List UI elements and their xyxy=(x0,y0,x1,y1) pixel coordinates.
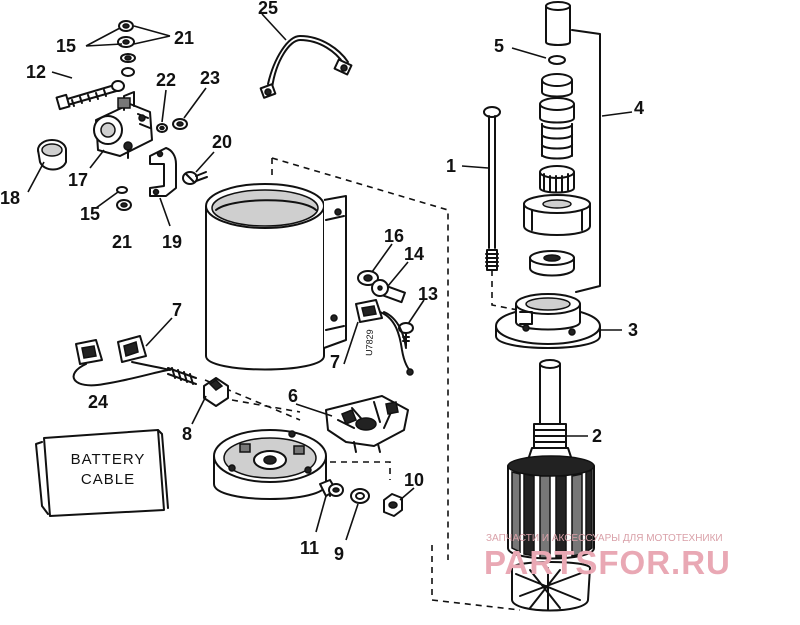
part-4-drive-assembly xyxy=(523,1,601,293)
part-24-battery-cable: BATTERY CABLE xyxy=(35,429,169,517)
callout-2: 2 xyxy=(592,426,602,446)
callout-25: 25 xyxy=(258,0,278,18)
callout-7-lower: 7 xyxy=(172,300,182,320)
part-22-23-nuts xyxy=(156,118,188,133)
callout-19: 19 xyxy=(162,232,182,252)
part-7-brush-lower xyxy=(72,335,197,387)
battery-cable-label-line2: CABLE xyxy=(81,471,135,488)
part-25-jumper-cable xyxy=(259,35,353,99)
part-2-armature xyxy=(507,359,595,612)
callout-3: 3 xyxy=(628,320,638,340)
part-1-through-bolt xyxy=(483,106,501,271)
brush-stamp: U7829 xyxy=(364,329,375,356)
part-16-washer xyxy=(357,270,379,286)
callout-8: 8 xyxy=(182,424,192,444)
part-3-drive-bracket xyxy=(495,293,601,349)
callout-13: 12 xyxy=(26,62,46,82)
watermark-brand: PARTSFOR.RU xyxy=(484,544,731,581)
callout-14: 14 xyxy=(404,244,424,264)
part-9-washer xyxy=(350,488,370,504)
callout-4: 4 xyxy=(634,98,644,118)
callout-7-upper: 7 xyxy=(330,352,340,372)
frame-housing xyxy=(205,183,347,371)
end-cap xyxy=(213,429,331,500)
callout-21-lower: 21 xyxy=(112,232,132,252)
part-17-solenoid-switch xyxy=(93,91,153,159)
callout-23: 23 xyxy=(200,68,220,88)
part-18-ring xyxy=(37,139,67,171)
callout-6: 6 xyxy=(288,386,298,406)
callout-1: 1 xyxy=(446,156,456,176)
callout-16: 16 xyxy=(384,226,404,246)
callout-15-lower: 15 xyxy=(80,204,100,224)
battery-cable-label-line1: BATTERY xyxy=(71,451,146,468)
part-11-insulator xyxy=(319,479,344,497)
callout-22: 22 xyxy=(156,70,176,90)
part-10-nut xyxy=(383,493,403,517)
callout-20: 20 xyxy=(212,132,232,152)
part-20-screw xyxy=(182,171,208,185)
part-14-bolt xyxy=(371,279,406,304)
watermark: ЗАПЧАСТИ И АКСЕССУАРЫ ДЛЯ МОТОТЕХНИКИ PA… xyxy=(484,533,731,581)
callout-12: 13 xyxy=(418,284,438,304)
part-15-21-washer-stack xyxy=(116,20,136,211)
leader-lines xyxy=(27,13,633,541)
part-6-brush-plate xyxy=(325,395,409,453)
part-8-clip xyxy=(203,377,229,407)
watermark-tagline: ЗАПЧАСТИ И АКСЕССУАРЫ ДЛЯ МОТОТЕХНИКИ xyxy=(486,533,723,544)
callout-24: 24 xyxy=(88,392,108,412)
callout-9: 9 xyxy=(334,544,344,564)
callout-17: 17 xyxy=(68,170,88,190)
callout-labels: 15 21 12 22 23 25 18 17 20 15 21 19 5 4 … xyxy=(0,0,644,564)
part-19-bracket xyxy=(149,147,177,197)
part-7-brush-upper: U7829 xyxy=(355,299,414,376)
callout-18: 18 xyxy=(0,188,20,208)
callout-10: 10 xyxy=(404,470,424,490)
callout-5: 5 xyxy=(494,36,504,56)
callout-11: 11 xyxy=(300,538,319,558)
callout-15: 15 xyxy=(56,36,76,56)
part-13-terminal-bolt xyxy=(55,80,125,111)
callout-21: 21 xyxy=(174,28,194,48)
